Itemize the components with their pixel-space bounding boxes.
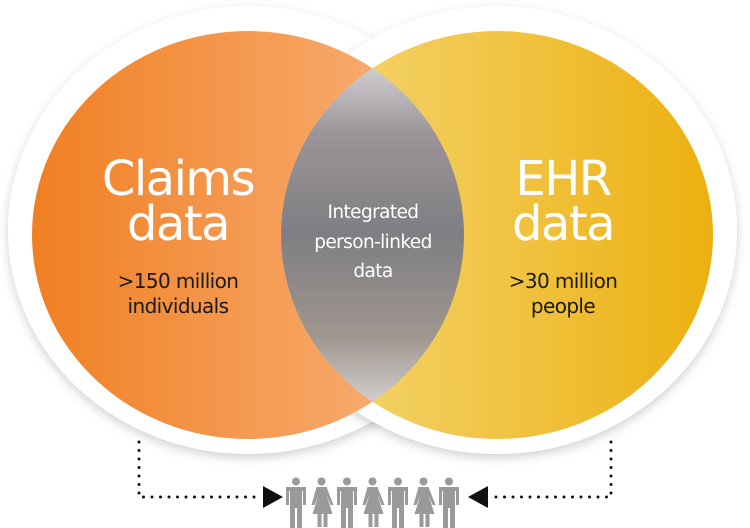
male-person-icon: [388, 477, 408, 528]
intersection-label-2: person-linked: [314, 232, 431, 253]
right-dotted-connector: [488, 440, 613, 499]
female-person-icon: [362, 477, 385, 527]
people-group: [286, 477, 459, 528]
left-arrow-icon: [468, 486, 488, 508]
right-arrow-icon: [263, 486, 283, 508]
ehr-count: >30 million: [509, 269, 618, 293]
ehr-count-2: people: [531, 294, 595, 318]
male-person-icon: [337, 477, 357, 528]
male-person-icon: [286, 477, 306, 528]
intersection-label: Integrated: [328, 202, 419, 223]
intersection-lens: [281, 31, 464, 439]
claims-title: Claims: [102, 151, 254, 207]
female-person-icon: [413, 477, 436, 527]
claims-count-2: individuals: [128, 294, 229, 318]
female-person-icon: [311, 477, 334, 527]
left-dotted-connector: [137, 440, 262, 499]
claims-count: >150 million: [118, 269, 239, 293]
intersection-label-3: data: [353, 261, 392, 282]
male-person-icon: [439, 477, 459, 528]
claims-title-2: data: [127, 196, 229, 252]
ehr-title: EHR: [515, 151, 610, 207]
ehr-title-2: data: [512, 196, 614, 252]
